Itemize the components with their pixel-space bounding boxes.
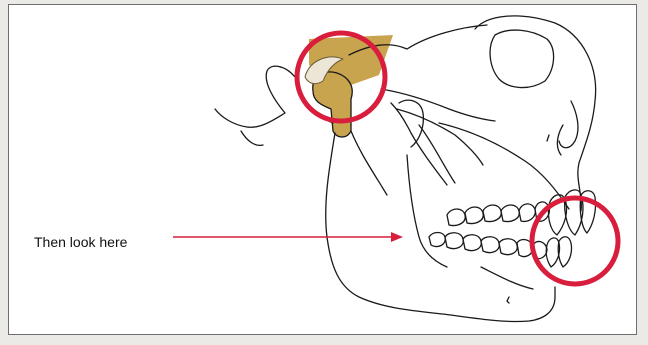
annotation-label: Then look here	[34, 234, 127, 250]
eye-mark	[547, 135, 549, 141]
ear-outline	[215, 66, 295, 127]
skull-jaw-illustration	[9, 5, 637, 335]
eye-socket	[490, 30, 554, 88]
diagram-panel: Then look here	[8, 4, 637, 335]
lower-teeth	[429, 233, 572, 268]
arrow-right	[173, 232, 403, 242]
mental-mark	[507, 297, 509, 303]
teeth-highlight-circle	[532, 198, 618, 284]
mandible-outline	[326, 133, 555, 322]
coronoid	[399, 100, 423, 147]
